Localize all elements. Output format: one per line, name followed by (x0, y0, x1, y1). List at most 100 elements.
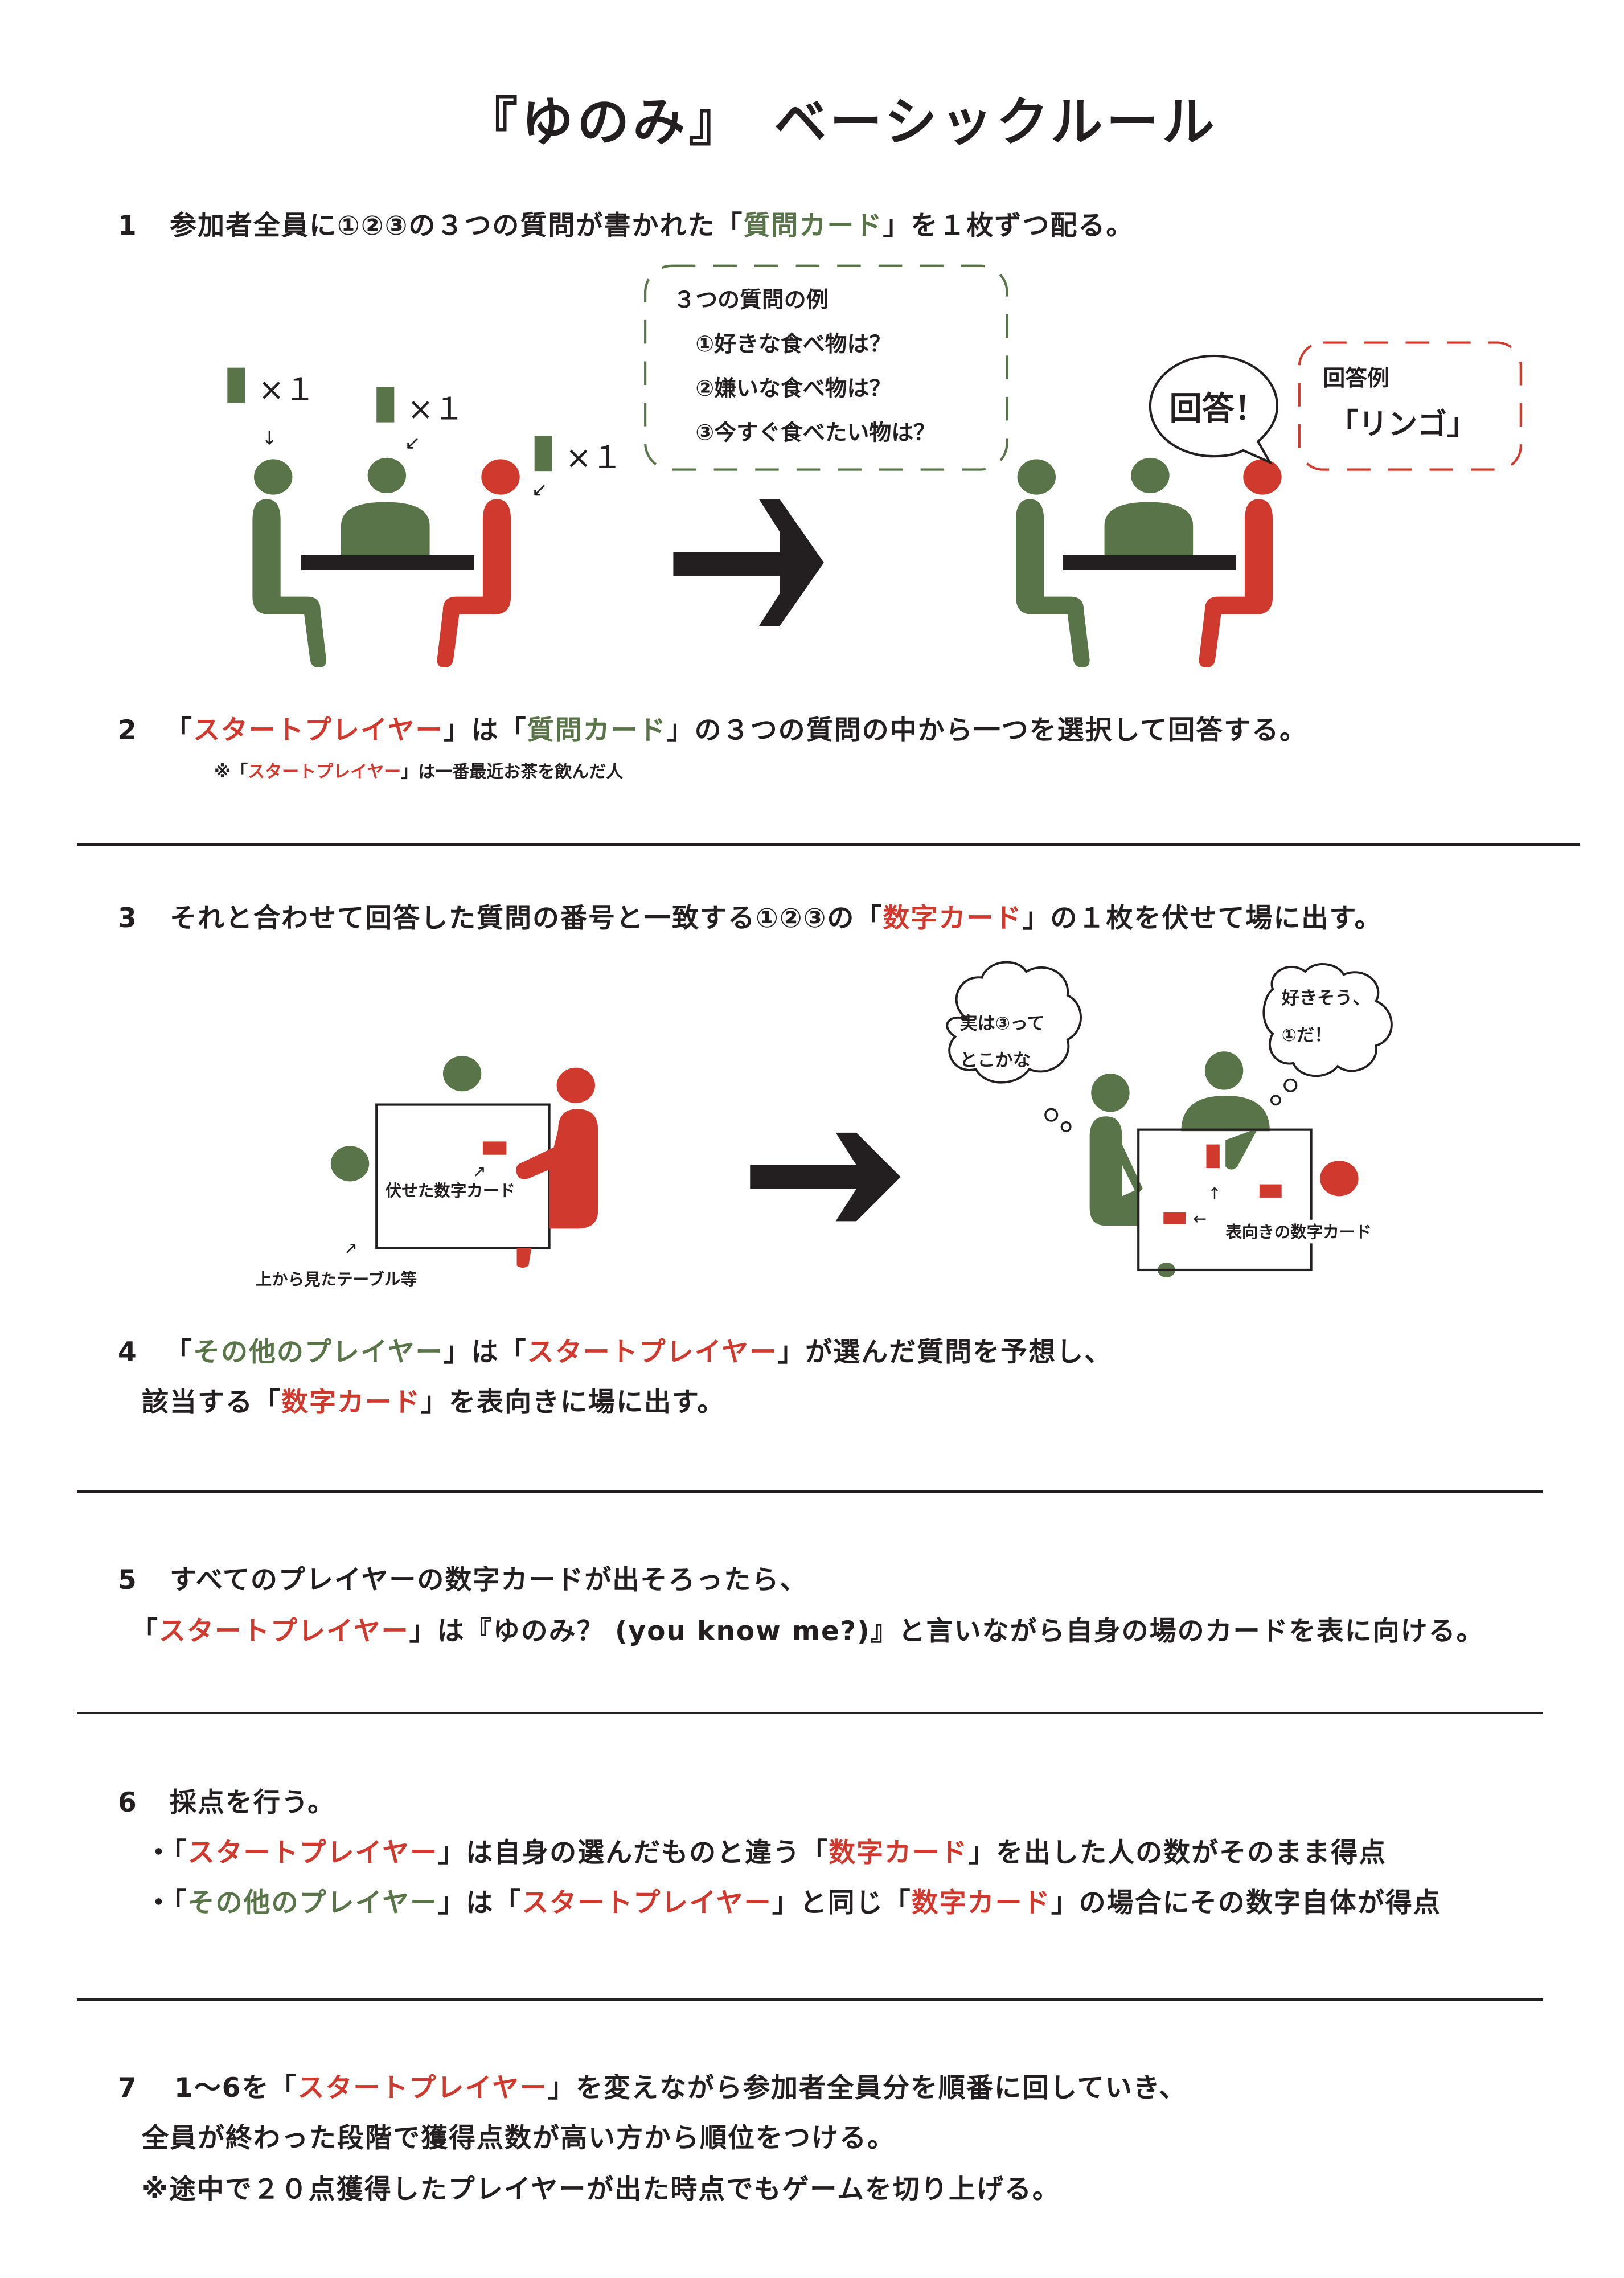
step-4-line-1: 「その他のプレイヤー」は「スタートプレイヤー」が選んだ質問を予想し、 (165, 1336, 1112, 1369)
arrow-right-icon (673, 499, 824, 626)
thought-cloud (946, 961, 1082, 1084)
thought-cloud (1262, 963, 1393, 1077)
highlight-term: 数字カード (829, 1837, 969, 1869)
step-7-line-1: 1～6を「スタートプレイヤー」を変えながら参加者全員分を順番に回していき、 (174, 2072, 1187, 2105)
thought-bubble-dot (1283, 1078, 1298, 1092)
text-segment: 」が選んだ質問を予想し、 (777, 1337, 1113, 1368)
text-segment: 」と同じ「 (772, 1887, 912, 1919)
text-segment: すべてのプレイヤーの数字カードが出そろったら、 (170, 1564, 808, 1596)
card-count: ×１ (259, 371, 315, 408)
table-icon (301, 555, 474, 570)
example-item: ①好きな食べ物は？ (695, 331, 891, 357)
text-segment: 」を変えながら参加者全員分を順番に回していき、 (548, 2072, 1187, 2104)
answer-bubble-text: 回答！ (1170, 390, 1267, 427)
step-number-1: 1 (118, 210, 137, 241)
start-player-icon (516, 1067, 598, 1268)
step-5-line-1: すべてのプレイヤーの数字カードが出そろったら、 (170, 1564, 807, 1597)
highlight-term: スタートプレイヤー (159, 1616, 409, 1647)
highlight-term: 数字カード (281, 1387, 421, 1418)
text-segment: 」の１枚を伏せて場に出す。 (1022, 903, 1383, 934)
highlight-term: スタートプレイヤー (248, 762, 401, 782)
highlight-term: スタートプレイヤー (193, 715, 444, 746)
step-number-3: 3 (118, 903, 137, 934)
text-segment: 参加者全員に①②③の３つの質問が書かれた「 (170, 210, 744, 241)
thought-bubble-dot (1270, 1095, 1281, 1106)
highlight-term: 質問カード (527, 715, 667, 746)
highlight-term: 数字カード (911, 1887, 1051, 1919)
player-left-icon (1089, 1074, 1143, 1226)
faceup-number-card (1259, 1184, 1282, 1198)
step-5-line-2: 「スタートプレイヤー」は『ゆのみ？ (you know me?)』と言いながら自… (131, 1615, 1484, 1648)
thought-right-text: ①だ！ (1282, 1025, 1332, 1046)
arrow-up-icon: ↑ (1208, 1185, 1221, 1203)
step-2-note: ※「スタートプレイヤー」は一番最近お茶を飲んだ人 (214, 762, 623, 782)
start-player-icon (1199, 459, 1282, 668)
text-segment: 」は『ゆのみ？ (you know me?)』と言いながら自身の場のカードを表に… (409, 1616, 1484, 1647)
text-segment: 」の場合にその数字自体が得点 (1051, 1887, 1441, 1919)
text-segment: 」は「 (438, 1887, 522, 1919)
step-number-2: 2 (118, 715, 137, 746)
table-icon (1063, 555, 1236, 570)
player-middle-icon (341, 457, 430, 559)
highlight-term: その他のプレイヤー (193, 1337, 444, 1368)
thought-bubble-dot (1060, 1121, 1072, 1132)
answer-example-box (1298, 341, 1522, 471)
divider (77, 843, 1580, 846)
player-middle-icon (1104, 457, 1194, 559)
text-segment: 」は自身の選んだものと違う「 (438, 1837, 829, 1869)
text-segment: 」を１枚ずつ配る。 (883, 210, 1134, 241)
step-number-5: 5 (118, 1564, 137, 1596)
facedown-number-card (482, 1141, 507, 1155)
thought-bubble-dot (1044, 1108, 1059, 1122)
divider (77, 1998, 1543, 2001)
step-number-4: 4 (118, 1337, 137, 1368)
step-7-line-3: ※途中で２０点獲得したプレイヤーが出た時点でもゲームを切り上げる。 (142, 2173, 1060, 2206)
arrow-up-right-icon: ↗ (473, 1162, 486, 1181)
text-segment: 「 (165, 1337, 193, 1368)
faceup-number-card (1163, 1212, 1186, 1224)
start-player-icon (1320, 1161, 1359, 1197)
step-6-line-1: 採点を行う。 (170, 1787, 335, 1820)
text-segment: 」を表向きに場に出す。 (421, 1387, 725, 1418)
text-segment: 「 (131, 1616, 159, 1647)
text-segment: ※途中で２０点獲得したプレイヤーが出た時点でもゲームを切り上げる。 (142, 2174, 1060, 2205)
figure-3-before: ↗ 伏せた数字カード ↗ 上から見たテーブル等 (256, 1055, 598, 1289)
figure-1-before: ×１ ↓ ×１ ↙ ×１ ↙ (227, 367, 622, 668)
step-2-line: 「スタートプレイヤー」は「質問カード」の３つの質問の中から一つを選択して回答する… (165, 714, 1307, 747)
highlight-term: その他のプレイヤー (187, 1887, 438, 1919)
highlight-term: スタートプレイヤー (297, 2072, 548, 2104)
text-segment: 」は一番最近お茶を飲んだ人 (401, 762, 624, 782)
table-top-view (1137, 1128, 1313, 1272)
example-item: ②嫌いな食べ物は？ (695, 376, 891, 401)
step-1-line: 参加者全員に①②③の３つの質問が書かれた「質問カード」を１枚ずつ配る。 (170, 210, 1134, 243)
speech-bubble (1149, 354, 1279, 465)
player-top-icon (1157, 1051, 1270, 1277)
start-player-icon (437, 459, 520, 668)
arrow-down-left-icon: ↙ (404, 431, 420, 453)
step-number-6: 6 (118, 1787, 137, 1818)
player-top-icon (442, 1055, 482, 1092)
text-segment: ・「 (145, 1887, 188, 1919)
question-card-icon (227, 367, 245, 403)
highlight-term: 数字カード (883, 903, 1023, 934)
text-segment: 採点を行う。 (170, 1787, 336, 1818)
example-item: ③今すぐ食べたい物は？ (695, 420, 936, 446)
divider (77, 1712, 1543, 1714)
text-segment: 」は「 (443, 1337, 527, 1368)
thought-left-text: とこかな (959, 1050, 1030, 1071)
text-segment: 」は「 (443, 715, 527, 746)
thought-left-text: 実は③って (959, 1013, 1044, 1034)
arrow-up-right-icon: ↗ (344, 1239, 358, 1257)
figure-1-after: 回答！ 回答例 「リンゴ」 (1015, 341, 1522, 668)
page-title: 『ゆのみ』 ベーシックルール (465, 92, 1218, 153)
text-segment: 1～6を「 (174, 2072, 298, 2104)
thought-right-text: 好きそう、 (1281, 988, 1371, 1009)
highlight-term: 質問カード (743, 210, 883, 241)
text-segment: 該当する「 (142, 1387, 281, 1418)
player-left-icon (330, 1146, 370, 1182)
text-segment: 「 (165, 715, 193, 746)
faceup-card-label: 表向きの数字カード (1225, 1223, 1372, 1242)
text-segment: それと合わせて回答した質問の番号と一致する①②③の「 (170, 903, 883, 934)
card-count: ×１ (565, 439, 622, 476)
